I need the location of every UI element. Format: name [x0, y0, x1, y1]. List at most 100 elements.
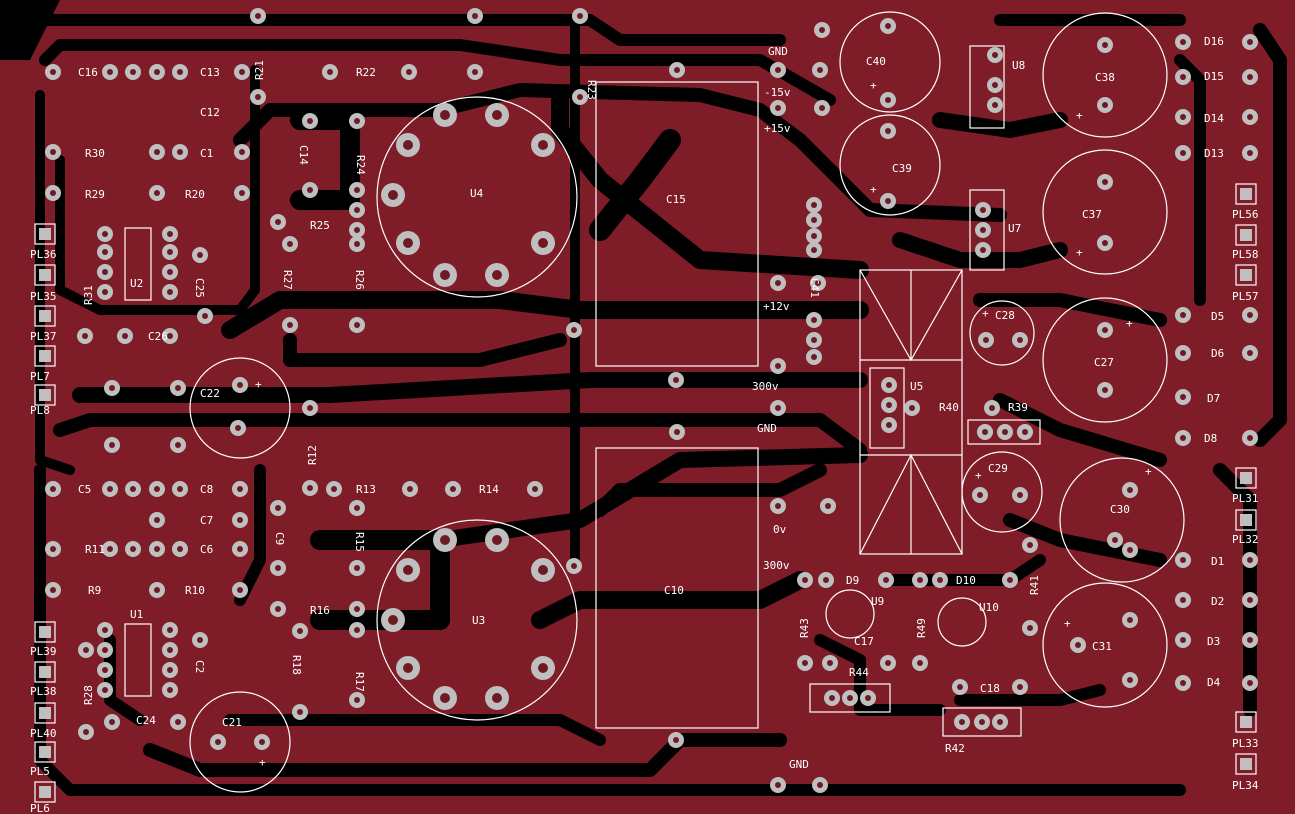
label-c8: C8 [200, 483, 213, 496]
pad-hole [354, 627, 360, 633]
pad-hole [1102, 240, 1108, 246]
label-d4: D4 [1207, 676, 1221, 689]
pad-hole [102, 289, 108, 295]
pad-hole [197, 637, 203, 643]
pad-hole [50, 546, 56, 552]
pad-hole [823, 577, 829, 583]
pad-hole [885, 23, 891, 29]
pad-hole [673, 737, 679, 743]
pad-hole [577, 13, 583, 19]
pad-hole [388, 615, 398, 625]
pad-hole [440, 693, 450, 703]
u1-outline [124, 623, 152, 697]
label-r13: R13 [356, 483, 376, 496]
u7-outline [969, 189, 1005, 271]
c37-outline [1042, 149, 1168, 275]
pad-hole [177, 149, 183, 155]
label-u9: U9 [871, 595, 884, 608]
pad-hole [82, 333, 88, 339]
pad-hole [1102, 327, 1108, 333]
silkscreen-labels: C16 C13 C12 C1 R21 R22 R23 R30 R29 R20 C… [30, 35, 1259, 814]
pad-hole [239, 69, 245, 75]
label-pos15: +15v [764, 122, 791, 135]
connector-pad [1240, 716, 1252, 728]
pad-hole [1247, 557, 1253, 563]
connector-outline [34, 223, 56, 245]
pad-hole [275, 606, 281, 612]
pad-hole [959, 719, 965, 725]
label-c41: C41 [808, 278, 821, 298]
pad-hole [492, 270, 502, 280]
label-r27: R27 [281, 270, 294, 290]
plus-mark: + [975, 469, 982, 482]
isolation-traces [14, 14, 1287, 796]
pad-hole [1180, 557, 1186, 563]
pad-hole [354, 227, 360, 233]
pad-hole [202, 313, 208, 319]
pad-hole [109, 719, 115, 725]
label-c39: C39 [892, 162, 912, 175]
pad-hole [492, 535, 502, 545]
plus-mark: + [1076, 246, 1083, 259]
c28-outline [969, 300, 1035, 366]
pad-hole [571, 563, 577, 569]
pad-hole [1127, 617, 1133, 623]
pad-hole [354, 565, 360, 571]
pad-hole [802, 660, 808, 666]
pad-hole [130, 69, 136, 75]
label-u3: U3 [472, 614, 485, 627]
pad-hole [885, 97, 891, 103]
u3-outline [376, 519, 578, 721]
c22-outline [189, 357, 291, 459]
label-d9: D9 [846, 574, 859, 587]
r44-outline [809, 683, 891, 713]
pad-hole [122, 333, 128, 339]
pad-hole [980, 227, 986, 233]
pad-hole [532, 486, 538, 492]
label-c5: C5 [78, 483, 91, 496]
plus-mark: + [1064, 617, 1071, 630]
u2-outline [124, 227, 152, 301]
label-pl34: PL34 [1232, 779, 1259, 792]
label-300v-b: 300v [763, 559, 790, 572]
c21-outline [189, 691, 291, 793]
connector-pad [39, 626, 51, 638]
c30-outline [1059, 457, 1185, 583]
pad-hole [982, 429, 988, 435]
pad-hole [167, 333, 173, 339]
pad-hole [1180, 150, 1186, 156]
pad-hole [83, 647, 89, 653]
pad-hole [673, 377, 679, 383]
connector-pad [1240, 514, 1252, 526]
pad-hole [1180, 680, 1186, 686]
connector-outline [34, 264, 56, 286]
label-c17: C17 [854, 635, 874, 648]
pad-hole [167, 269, 173, 275]
label-r26: R26 [353, 270, 366, 290]
label-d16: D16 [1204, 35, 1224, 48]
label-r41: R41 [1028, 575, 1041, 595]
pad-hole [775, 782, 781, 788]
label-300v-a: 300v [752, 380, 779, 393]
connector-outline [34, 741, 56, 763]
c27-outline [1042, 297, 1168, 423]
pad-hole [1102, 42, 1108, 48]
pad-hole [154, 149, 160, 155]
c10-outline [595, 447, 759, 729]
label-c13: C13 [200, 66, 220, 79]
pad-hole [354, 697, 360, 703]
connector-pad [1240, 758, 1252, 770]
pad-hole [885, 660, 891, 666]
pad-hole [403, 663, 413, 673]
pad-hole [107, 69, 113, 75]
r42-outline [942, 707, 1022, 737]
connector-outline [1235, 509, 1257, 531]
pad-hole [811, 233, 817, 239]
pad-hole [1180, 74, 1186, 80]
pad-hole [1247, 114, 1253, 120]
connector-outline [1235, 264, 1257, 286]
pad-hole [167, 627, 173, 633]
u10-outline [937, 597, 987, 647]
label-r10: R10 [185, 584, 205, 597]
pad-hole [811, 247, 817, 253]
